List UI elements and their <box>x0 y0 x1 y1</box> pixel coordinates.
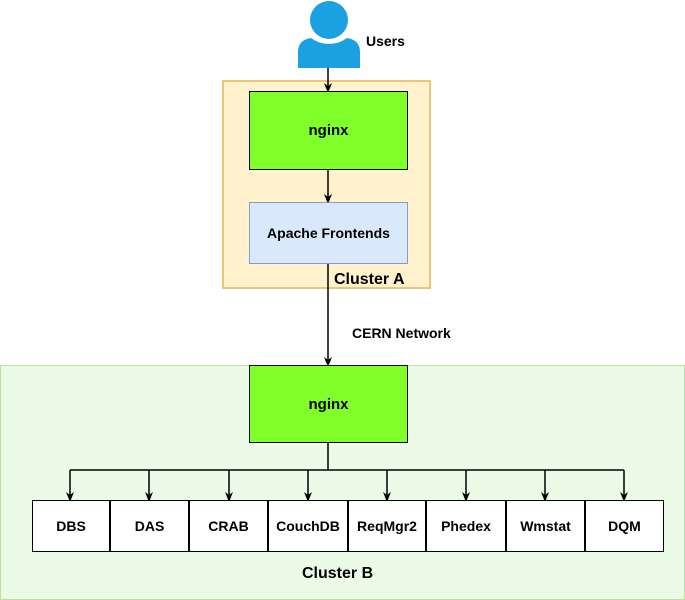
apache-frontends-box: Apache Frontends <box>249 202 408 264</box>
network-label: CERN Network <box>352 325 451 341</box>
cluster-b-label: Cluster B <box>302 565 374 582</box>
nginx-backend-box: nginx <box>249 365 408 443</box>
cluster-a-label: Cluster A <box>334 271 405 288</box>
user-icon <box>298 1 360 68</box>
service-box-dqm: DQM <box>585 500 664 552</box>
service-box-crab: CRAB <box>189 500 268 552</box>
service-box-dbs: DBS <box>32 500 110 552</box>
nginx-frontend-box: nginx <box>249 91 408 170</box>
users-label: Users <box>366 33 405 49</box>
service-box-wmstat: Wmstat <box>506 500 585 552</box>
service-box-phedex: Phedex <box>426 500 506 552</box>
service-box-couchdb: CouchDB <box>268 500 348 552</box>
service-box-reqmgr2: ReqMgr2 <box>348 500 426 552</box>
service-box-das: DAS <box>110 500 189 552</box>
